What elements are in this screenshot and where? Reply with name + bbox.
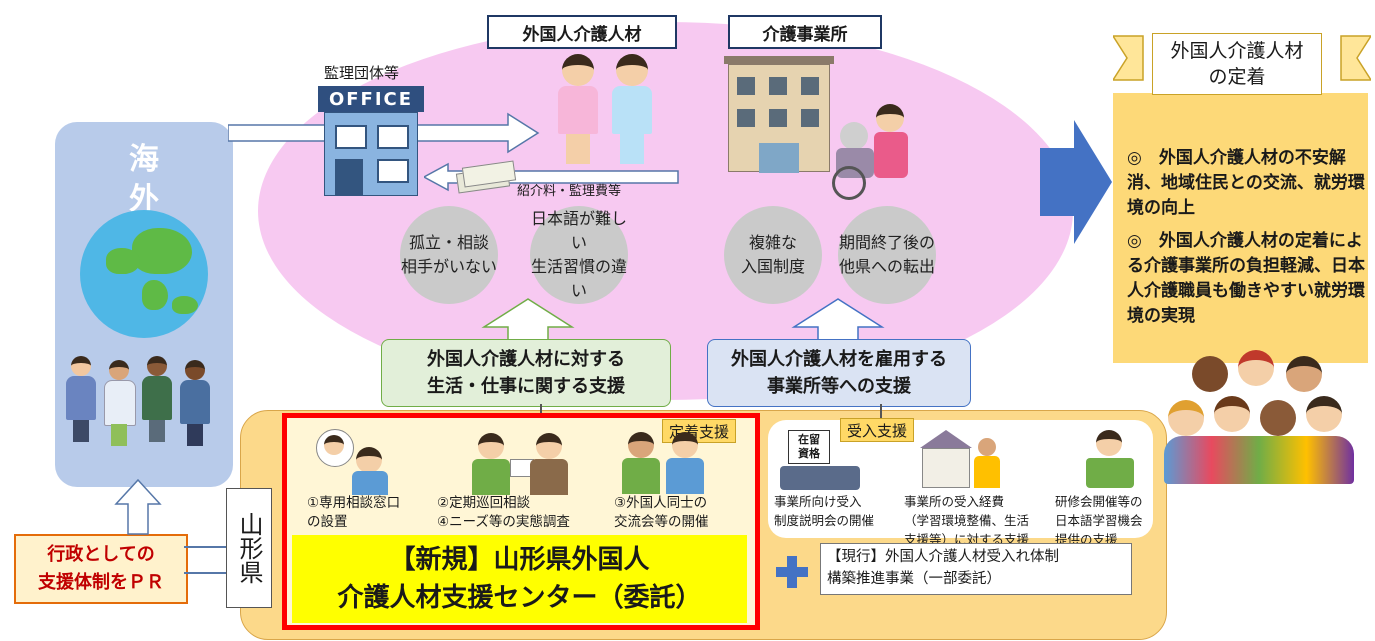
visit-consultation-icon bbox=[472, 425, 572, 495]
settle-item-1: ①専用相談窓口 の設置 bbox=[307, 495, 401, 530]
facility-house-icon bbox=[916, 430, 1016, 490]
org-label: 監理団体等 bbox=[324, 64, 400, 82]
visa-label: 在留 資格 bbox=[788, 430, 830, 464]
context-ellipse bbox=[258, 22, 1073, 400]
money-icon bbox=[455, 160, 517, 194]
foreign-people-icon bbox=[64, 354, 224, 464]
office-sign: OFFICE bbox=[318, 86, 424, 112]
accept-support-tag: 受入支援 bbox=[840, 418, 915, 442]
current-program-box: 【現行】外国人介護人材受入れ体制 構築推進事業（一部委託） bbox=[820, 543, 1132, 595]
header-workers: 外国人介護人材 bbox=[487, 15, 677, 49]
result-point-1: ◎ 外国人介護人材の不安解消、地域住民との交流、就労環境の向上 bbox=[1127, 148, 1365, 218]
new-center-banner: 【新規】山形県外国人 介護人材支援センター（委託） bbox=[292, 535, 747, 623]
briefing-icon: 在留 資格 bbox=[780, 430, 862, 490]
globe-icon bbox=[80, 210, 208, 338]
exchange-meeting-icon bbox=[620, 428, 710, 494]
result-point-2: ◎ 外国人介護人材の定着による介護事業所の負担軽減、日本人介護職員も働きやすい就… bbox=[1127, 231, 1365, 326]
problem-language: 日本語が難しい 生活習慣の違い bbox=[530, 206, 628, 304]
problem-transfer: 期間終了後の 他県への転出 bbox=[838, 206, 936, 304]
connector-line bbox=[184, 546, 226, 548]
prefecture-label: 山形県 bbox=[226, 488, 272, 608]
fee-arrow-left bbox=[424, 162, 679, 192]
plus-icon bbox=[776, 556, 808, 588]
connector-line bbox=[540, 404, 542, 416]
connector-line bbox=[880, 404, 882, 422]
consultation-icon bbox=[312, 425, 402, 495]
result-title: 外国人介護人材 の定着 bbox=[1152, 33, 1322, 95]
accept-item-3: 研修会開催等の 日本語学習機会 提供の支援 bbox=[1055, 494, 1143, 547]
settle-item-3: ③外国人同士の 交流会等の開催 bbox=[614, 495, 709, 530]
fee-label: 紹介料・監理費等 bbox=[517, 184, 622, 199]
support-workers-box: 外国人介護人材に対する 生活・仕事に関する支援 bbox=[381, 339, 671, 407]
support-arrow-up-right bbox=[791, 298, 885, 344]
happy-crowd-icon bbox=[1164, 350, 1364, 490]
connector-line bbox=[184, 572, 226, 574]
result-points: ◎ 外国人介護人材の不安解消、地域住民との交流、就労環境の向上 ◎ 外国人介護人… bbox=[1127, 146, 1365, 329]
pr-arrow-up bbox=[114, 478, 162, 535]
result-panel bbox=[1113, 93, 1368, 363]
problem-immigration: 複雑な 入国制度 bbox=[724, 206, 822, 304]
care-facility-icon bbox=[724, 56, 920, 200]
accept-item-1: 事業所向け受入 制度説明会の開催 bbox=[774, 494, 875, 528]
office-building-icon: OFFICE bbox=[318, 86, 424, 196]
accept-item-2: 事業所の受入経費 （学習環境整備、生活 支援等）に対する支援 bbox=[904, 494, 1030, 547]
overseas-title: 海 外 bbox=[129, 142, 159, 217]
outcome-arrow bbox=[1040, 120, 1112, 244]
header-facility: 介護事業所 bbox=[728, 15, 882, 49]
settle-item-2: ②定期巡回相談 ④ニーズ等の実態調査 bbox=[437, 495, 570, 530]
study-icon bbox=[1076, 430, 1146, 490]
support-facility-box: 外国人介護人材を雇用する 事業所等への支援 bbox=[707, 339, 971, 407]
support-arrow-up-left bbox=[481, 298, 575, 344]
problem-isolation: 孤立・相談 相手がいない bbox=[400, 206, 498, 304]
ribbon-banner bbox=[1113, 35, 1371, 81]
pr-box: 行政としての 支援体制をＰＲ bbox=[14, 534, 188, 604]
care-workers-icon bbox=[554, 52, 664, 167]
